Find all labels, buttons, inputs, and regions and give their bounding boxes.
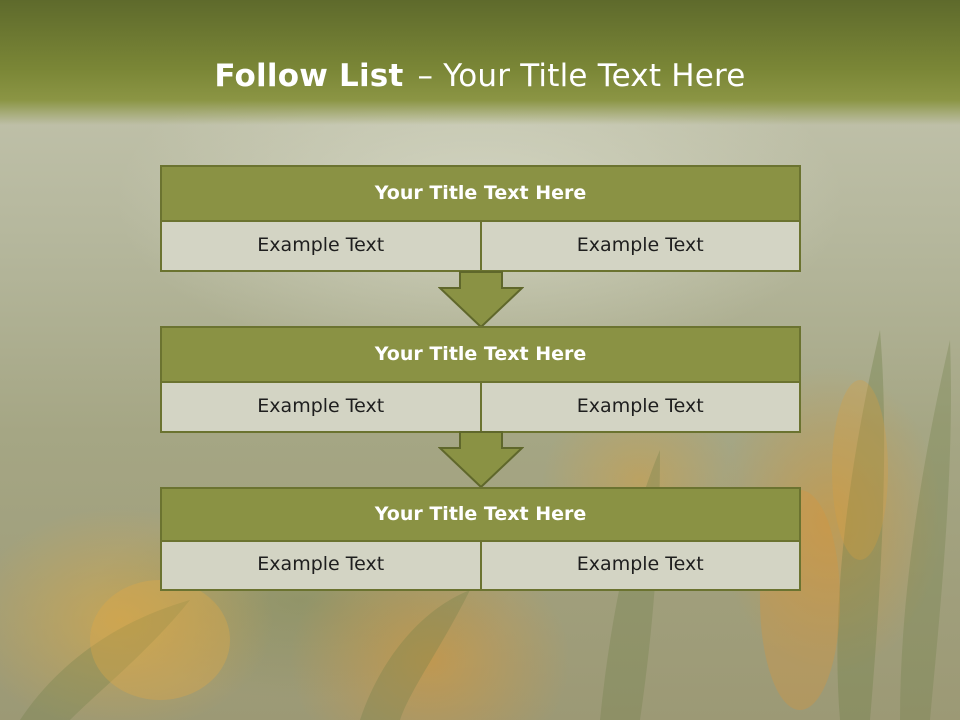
slide-title-rest: Your Title Text Here (443, 58, 746, 94)
slide-title-bold: Follow List (214, 58, 404, 94)
block-row: Example Text Example Text (160, 222, 801, 272)
block-cell-left: Example Text (160, 222, 482, 272)
block-cell-right: Example Text (479, 222, 801, 272)
slide-title-separator: – (417, 58, 434, 94)
flow-block-2: Your Title Text Here Example Text Exampl… (160, 326, 801, 433)
block-cell-right: Example Text (479, 542, 801, 591)
slide-title: Follow List–Your Title Text Here (0, 56, 960, 96)
block-title: Your Title Text Here (160, 326, 801, 383)
header-band (0, 0, 960, 125)
block-cell-right: Example Text (479, 383, 801, 433)
block-cell-left: Example Text (160, 383, 482, 433)
block-title: Your Title Text Here (160, 165, 801, 222)
flow-block-3: Your Title Text Here Example Text Exampl… (160, 487, 801, 591)
down-arrow-icon (438, 271, 524, 329)
block-cell-left: Example Text (160, 542, 482, 591)
block-row: Example Text Example Text (160, 383, 801, 433)
flow-block-1: Your Title Text Here Example Text Exampl… (160, 165, 801, 272)
block-row: Example Text Example Text (160, 542, 801, 591)
down-arrow-icon (438, 431, 524, 489)
block-title: Your Title Text Here (160, 487, 801, 542)
